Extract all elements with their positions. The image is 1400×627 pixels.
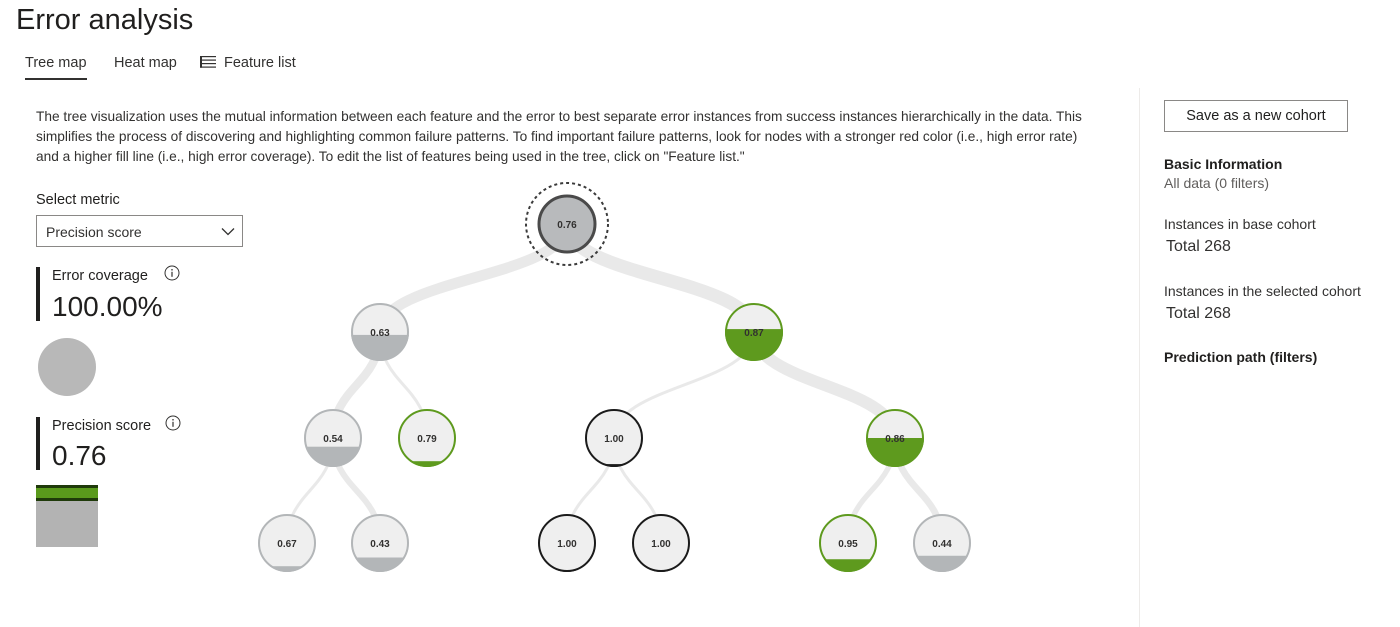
precision-score-fill [36, 485, 98, 500]
tab-tree-map[interactable]: Tree map [25, 48, 87, 80]
tree-node[interactable]: 0.54 [304, 409, 362, 467]
tree-node-circle [585, 409, 643, 467]
metric-dropdown[interactable]: Precision score [36, 215, 243, 247]
tab-tree-map-label: Tree map [25, 55, 87, 71]
tree-node[interactable]: 0.95 [819, 514, 877, 572]
tree-node-fill [398, 461, 456, 467]
error-coverage-title: Error coverage [52, 268, 148, 284]
tree-node-fill [351, 557, 409, 572]
tree-node-border [866, 409, 924, 467]
error-coverage-bar [36, 267, 40, 321]
tree-node-label: 0.63 [370, 328, 390, 339]
tree-node[interactable]: 0.86 [866, 409, 924, 467]
tab-feature-list-label: Feature list [224, 55, 296, 71]
info-icon[interactable] [164, 265, 180, 281]
tree-node-circle [538, 195, 596, 253]
basic-info-value: All data (0 filters) [1164, 175, 1270, 191]
tab-heat-map-label: Heat map [114, 55, 177, 71]
tree-node-border [725, 303, 783, 361]
select-metric-label: Select metric [36, 192, 120, 208]
tree-node-label: 0.95 [838, 539, 858, 550]
tree-node-border [585, 409, 643, 467]
tree-links [285, 217, 946, 547]
tree-node-border [351, 514, 409, 572]
precision-score-stripe [36, 485, 98, 488]
tree-description: The tree visualization uses the mutual i… [36, 109, 1082, 164]
panel-divider [1139, 88, 1140, 627]
tree-node[interactable]: 0.87 [725, 303, 783, 361]
tree-node-border [537, 194, 597, 254]
tree-node-label: 0.79 [417, 434, 437, 445]
tree-node-border [632, 514, 690, 572]
tree-nodes: 0.76 0.63 0.87 0.54 0.79 1.00 0.86 0.67 0.43 1.00… [258, 182, 971, 572]
base-cohort-label: Instances in base cohort [1164, 216, 1316, 232]
selected-node-ring [525, 182, 609, 266]
tree-node-border [258, 514, 316, 572]
tree-node-label: 0.86 [885, 434, 905, 445]
precision-score-indicator [36, 485, 98, 547]
tree-node-border [819, 514, 877, 572]
tree-node-fill [913, 555, 971, 572]
precision-score-stripe [36, 498, 98, 501]
tree-node-border [304, 409, 362, 467]
list-icon [200, 55, 216, 68]
tree-node[interactable]: 1.00 [585, 409, 643, 467]
tree-node[interactable]: 0.44 [913, 514, 971, 572]
tree-node[interactable]: 0.43 [351, 514, 409, 572]
selected-cohort-label: Instances in the selected cohort [1164, 283, 1361, 299]
precision-score-title: Precision score [52, 418, 152, 434]
tree-link [374, 218, 573, 338]
tree-node[interactable]: 0.67 [258, 514, 316, 572]
tree-node-border [538, 514, 596, 572]
tree-node-label: 0.67 [277, 539, 297, 550]
chevron-down-icon [221, 228, 235, 236]
tree-node-label: 0.76 [557, 220, 577, 231]
precision-score-bar [36, 417, 40, 470]
tree-node-label: 0.44 [932, 539, 952, 550]
tree-node-circle [538, 514, 596, 572]
precision-score-value: 0.76 [52, 440, 107, 471]
info-icon[interactable] [165, 415, 181, 431]
prediction-path-label: Prediction path (filters) [1164, 349, 1318, 365]
tree-map: 0.76 0.63 0.87 0.54 0.79 1.00 0.86 0.67 0.43 1.00… [258, 182, 971, 572]
page-title: Error analysis [16, 4, 194, 36]
tree-link [560, 217, 761, 339]
basic-info-label: Basic Information [1164, 156, 1283, 172]
tree-node[interactable]: 0.76 [525, 182, 609, 266]
tree-node[interactable]: 0.63 [351, 303, 409, 361]
tree-node-circle [258, 514, 316, 572]
tree-node-circle [632, 514, 690, 572]
base-cohort-value: Total 268 [1166, 238, 1231, 255]
tree-node-circle [819, 514, 877, 572]
tree-node-label: 1.00 [557, 539, 577, 550]
tree-node-label: 0.87 [744, 328, 764, 339]
tab-heat-map[interactable]: Heat map [114, 48, 177, 80]
tree-node[interactable]: 1.00 [632, 514, 690, 572]
tree-node-circle [398, 409, 456, 467]
tree-node-border [398, 409, 456, 467]
tree-node-label: 1.00 [604, 434, 624, 445]
tree-node-border [913, 514, 971, 572]
tree-node[interactable]: 0.79 [398, 409, 456, 467]
save-cohort-button[interactable]: Save as a new cohort [1164, 100, 1348, 132]
tree-node[interactable]: 1.00 [538, 514, 596, 572]
error-coverage-value: 100.00% [52, 291, 163, 322]
error-coverage-indicator [38, 338, 96, 396]
tree-node-label: 1.00 [651, 539, 671, 550]
selected-cohort-value: Total 268 [1166, 305, 1231, 322]
tab-feature-list[interactable]: Feature list [200, 48, 296, 80]
metric-dropdown-value: Precision score [46, 224, 142, 240]
tree-node-label: 0.43 [370, 539, 390, 550]
tree-node-border [351, 303, 409, 361]
tree-node-label: 0.54 [323, 434, 343, 445]
tree-node-fill [258, 566, 316, 572]
